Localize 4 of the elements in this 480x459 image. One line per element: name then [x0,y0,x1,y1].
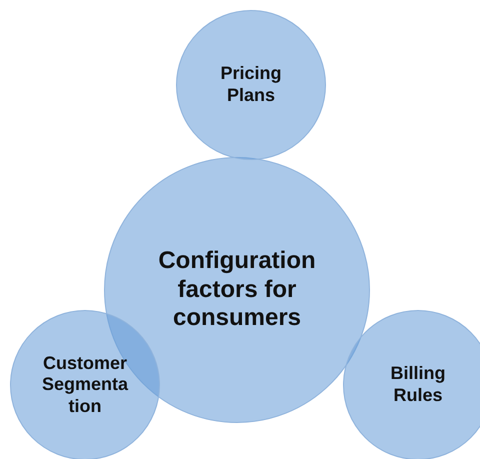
circle-label: Configuration factors for consumers [157,246,317,334]
circle-label: Pricing Plans [219,63,282,107]
circle-label: Billing Rules [390,363,446,407]
circle-label: Customer Segmentation [40,352,130,418]
